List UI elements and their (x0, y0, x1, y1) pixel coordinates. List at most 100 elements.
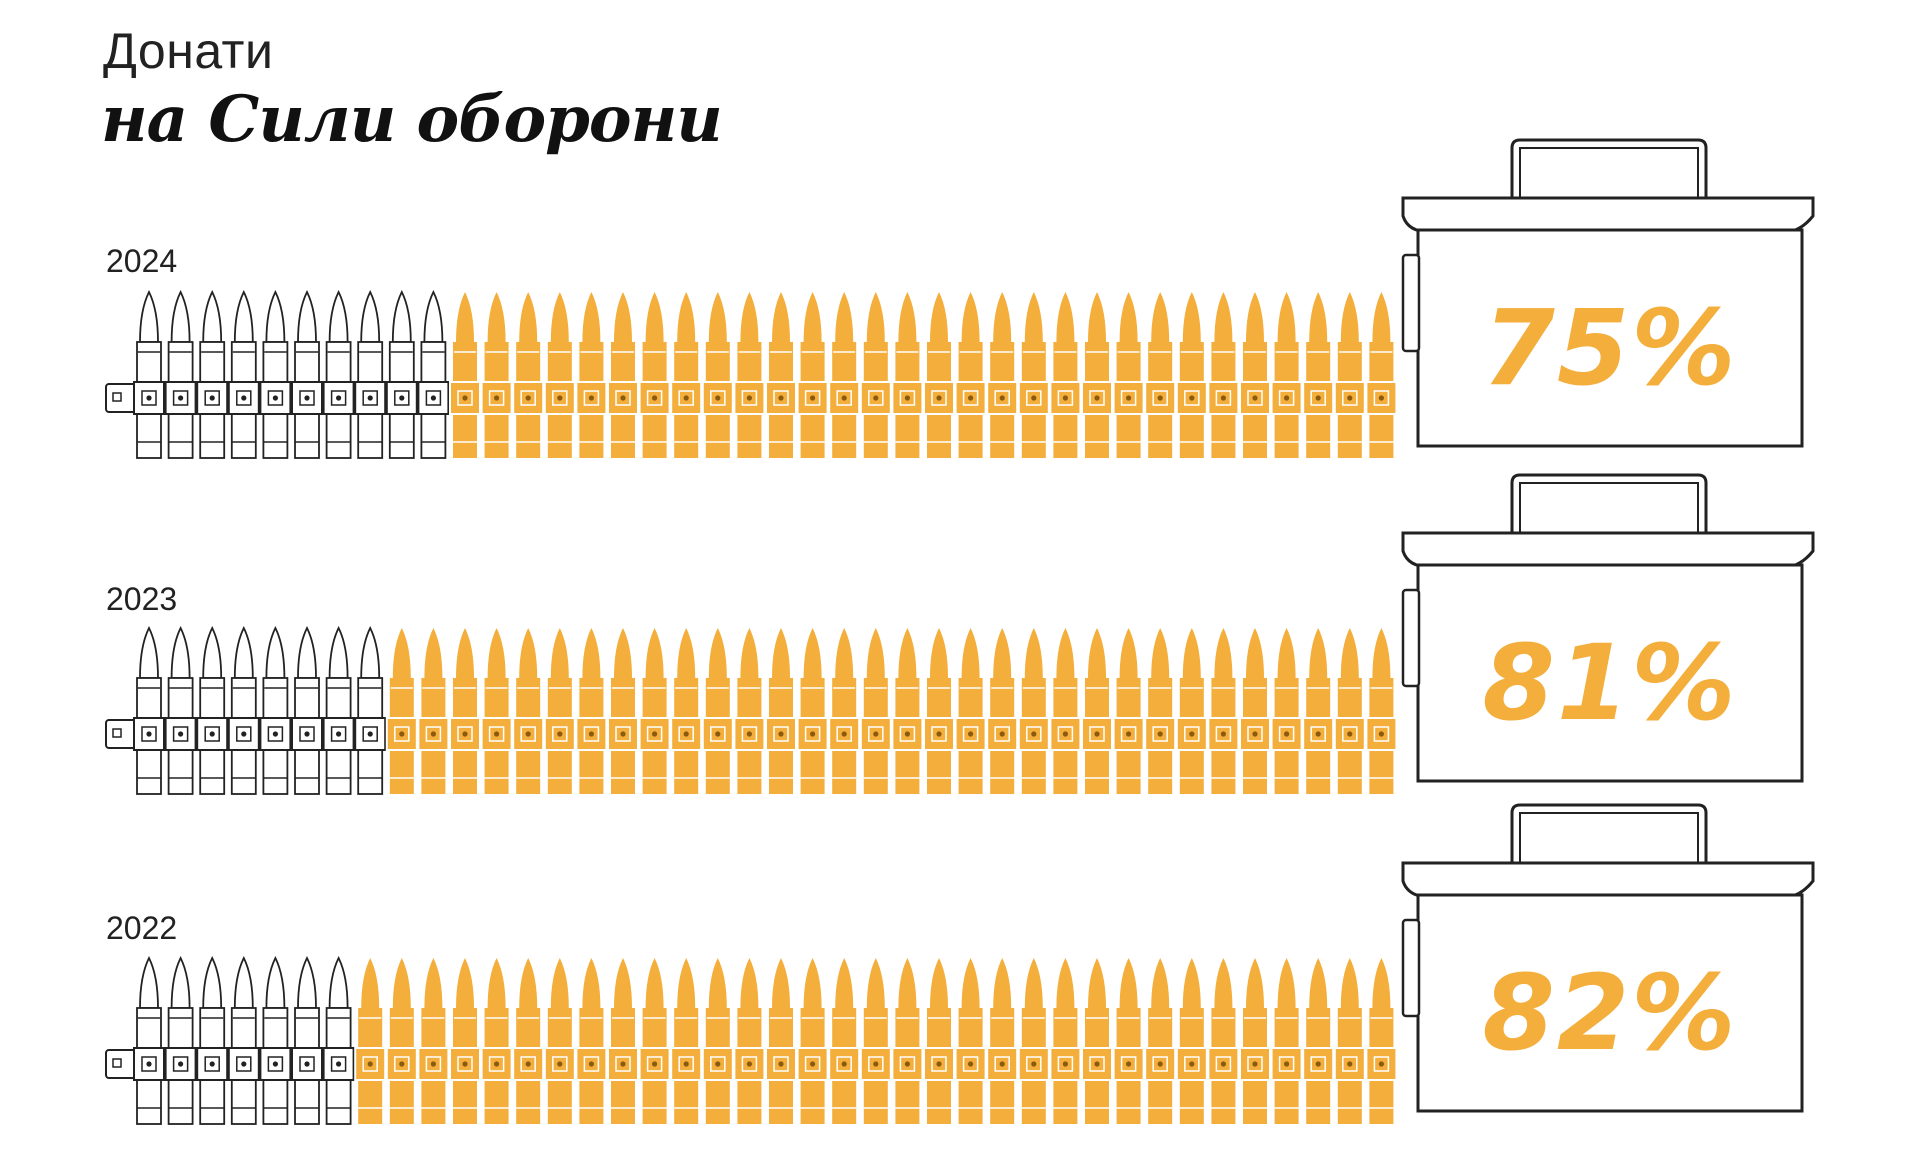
bullet-tip (487, 958, 506, 1008)
belt-link-rivet (652, 731, 658, 737)
belt-link-rivet (810, 731, 816, 737)
belt-link-rivet (557, 1061, 563, 1067)
bullet-empty (259, 625, 292, 795)
belt-link-rivet (968, 731, 974, 737)
bullet-tip (519, 292, 538, 342)
bullet-tip (1340, 292, 1359, 342)
bullet-filled (1270, 628, 1303, 794)
bullet-tip (1056, 628, 1075, 678)
bullet-filled (1333, 958, 1366, 1124)
belt-link-rivet (1284, 395, 1290, 401)
belt-link-rivet (810, 395, 816, 401)
ammo-box-body (1416, 228, 1804, 448)
belt-link-rivet (746, 1061, 753, 1067)
bullet-empty (196, 955, 229, 1125)
bullet-tip (297, 625, 317, 679)
bullet-filled (859, 292, 892, 458)
bullet-filled (986, 292, 1019, 458)
bullet-empty (385, 289, 418, 459)
bullet-tip (423, 289, 444, 343)
bullet-tip (1024, 958, 1043, 1008)
bullet-tip (930, 958, 948, 1008)
bullet-tip (424, 628, 443, 678)
bullet-filled (923, 958, 955, 1124)
belt-link-rivet (873, 395, 879, 401)
bullet-tip (456, 958, 474, 1008)
bullet-tip (170, 289, 191, 343)
bullet-tip (519, 628, 538, 678)
bullet-tip (550, 292, 569, 342)
belt-link-rivet (241, 1061, 247, 1067)
belt-start-tab-slot (112, 728, 122, 738)
bullet-filled (1270, 958, 1303, 1124)
belt-link-rivet (462, 395, 468, 401)
percent-label-2023: 81% (1483, 622, 1738, 744)
belt-link-rivet (904, 1061, 911, 1067)
belt-link-rivet (178, 1061, 184, 1067)
bullet-tip (456, 628, 474, 678)
bullet-filled (1081, 628, 1113, 794)
bullet-filled (1112, 292, 1145, 458)
bullet-filled (828, 628, 861, 794)
bullet-tip (265, 289, 286, 343)
belt-link-rivet (1252, 395, 1258, 401)
belt-link-rivet (588, 731, 595, 737)
bullet-tip (424, 958, 443, 1008)
bullet-filled (385, 628, 418, 794)
belt-link (575, 381, 608, 415)
belt-link-rivet (525, 1061, 531, 1067)
bullet-tip (1024, 292, 1043, 342)
bullet-empty (164, 289, 197, 459)
bullet-tip (803, 292, 822, 342)
bullet-filled (543, 958, 576, 1124)
belt-link-rivet (588, 395, 595, 401)
bullet-tip (1214, 292, 1233, 342)
belt-link-rivet (1062, 1061, 1068, 1067)
belt-link-rivet (430, 1061, 436, 1067)
belt-link (1081, 717, 1113, 751)
belt-link (543, 717, 576, 751)
bullet-filled (1239, 958, 1271, 1124)
bullet-filled (670, 628, 703, 794)
bullet-tip (1056, 292, 1075, 342)
bullet-filled (796, 958, 829, 1124)
bullet-tip (360, 625, 381, 679)
bullet-empty (227, 289, 260, 459)
belt-link-rivet (1126, 731, 1132, 737)
ammo-box-lid (1401, 196, 1815, 234)
bullet-tip (740, 292, 759, 342)
belt-link-rivet (683, 731, 689, 737)
bullet-empty (417, 289, 450, 459)
belt-link-rivet (1126, 395, 1132, 401)
belt-link (1017, 1047, 1050, 1081)
bullet-tip (297, 289, 317, 343)
belt-link-rivet (1094, 395, 1100, 401)
bullet-tip (866, 958, 885, 1008)
year-label-2024: 2024 (106, 243, 177, 279)
belt-link (575, 1047, 608, 1081)
belt-link-rivet (1157, 731, 1163, 737)
bullet-empty (259, 955, 292, 1125)
belt-link-rivet (1062, 395, 1068, 401)
bullet-tip (139, 625, 159, 679)
belt-start-tab-slot (112, 1058, 122, 1068)
belt-link-rivet (304, 731, 310, 737)
belt-link-rivet (430, 731, 436, 737)
bullet-tip (1340, 628, 1359, 678)
belt-link-rivet (904, 395, 911, 401)
bullet-tip (550, 628, 569, 678)
belt-link-rivet (841, 1061, 847, 1067)
bullet-tip (708, 958, 727, 1008)
bullet-tip (614, 958, 632, 1008)
ammo-box-handle-inner (1519, 147, 1699, 199)
belt-link-rivet (494, 395, 500, 401)
bullet-tip (1119, 628, 1138, 678)
bullet-tip (740, 628, 759, 678)
percent-label-2024: 75% (1483, 287, 1738, 409)
bullet-filled (923, 292, 955, 458)
bullet-tip (170, 955, 191, 1009)
belt-link-rivet (936, 731, 942, 737)
bullet-tip (1024, 628, 1043, 678)
